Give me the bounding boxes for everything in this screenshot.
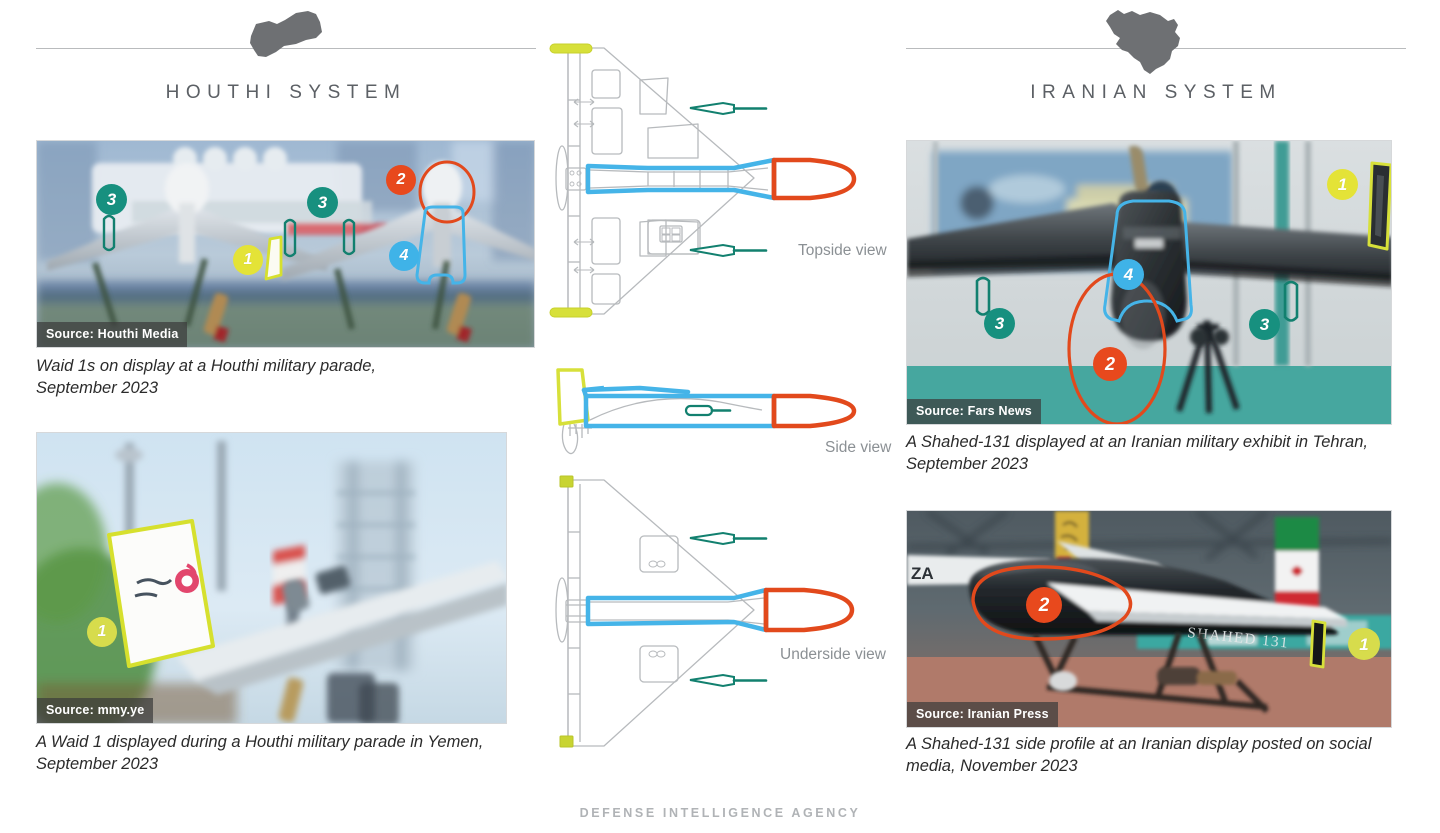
callout-marker-3a[interactable]: 3 bbox=[984, 308, 1015, 339]
yemen-map-icon bbox=[236, 10, 336, 75]
marker-label: 3 bbox=[106, 190, 117, 209]
diagram-underside-view: Underside view bbox=[548, 472, 888, 767]
photo-annotations bbox=[971, 565, 1327, 669]
footer-agency-name: DEFENSE INTELLIGENCE AGENCY bbox=[579, 806, 861, 820]
source-label-iranian-press: Source: Iranian Press bbox=[907, 702, 1058, 727]
marker-label: 1 bbox=[1337, 175, 1348, 194]
marker-label: 3 bbox=[994, 314, 1005, 333]
svg-text:ZA: ZA bbox=[911, 564, 934, 583]
callout-marker-3b[interactable]: 3 bbox=[307, 187, 338, 218]
callout-marker-3b[interactable]: 3 bbox=[1249, 309, 1280, 340]
photo-background bbox=[37, 433, 506, 723]
photo-houthi-parade[interactable]: 3 3 2 1 4 Source: Houthi Media bbox=[36, 140, 535, 348]
callout-marker-4[interactable]: 4 bbox=[389, 241, 419, 271]
marker-label: 3 bbox=[317, 193, 328, 212]
marker-label: 4 bbox=[1123, 265, 1134, 284]
caption-waid1-closeup: A Waid 1 displayed during a Houthi milit… bbox=[36, 733, 484, 773]
view-label-underside: Underside view bbox=[780, 646, 886, 663]
marker-label: 1 bbox=[243, 251, 253, 268]
source-label-mmy-ye: Source: mmy.ye bbox=[37, 698, 154, 723]
diagram-topside-view: Topside view bbox=[548, 42, 888, 335]
page-title-iranian: IRANIAN SYSTEM bbox=[1030, 82, 1282, 103]
photo-background: SHAHED 131 ZA bbox=[907, 511, 1391, 727]
callout-marker-1[interactable]: 1 bbox=[1348, 628, 1380, 660]
marker-label: 1 bbox=[97, 623, 107, 640]
source-label-fars-news: Source: Fars News bbox=[907, 399, 1041, 424]
marker-label: 4 bbox=[399, 247, 409, 264]
photo-shahed131-exhibit[interactable]: 1 4 3 3 2 Source: Fars News bbox=[906, 140, 1392, 425]
caption-houthi-parade: Waid 1s on display at a Houthi military … bbox=[36, 357, 376, 397]
view-label-topside: Topside view bbox=[798, 242, 887, 259]
callout-marker-1[interactable]: 1 bbox=[233, 245, 263, 275]
callout-marker-1[interactable]: 1 bbox=[87, 617, 117, 647]
photo-annotations bbox=[975, 161, 1391, 424]
callout-marker-1[interactable]: 1 bbox=[1327, 169, 1358, 200]
callout-marker-4[interactable]: 4 bbox=[1113, 259, 1144, 290]
callout-marker-2[interactable]: 2 bbox=[1026, 587, 1062, 623]
marker-label: 3 bbox=[1259, 315, 1270, 334]
marker-label: 2 bbox=[1104, 354, 1115, 374]
photo-waid1-closeup[interactable]: 1 Source: mmy.ye bbox=[36, 432, 507, 724]
source-label-houthi-media: Source: Houthi Media bbox=[37, 322, 188, 347]
photo-shahed131-side-profile[interactable]: SHAHED 131 ZA bbox=[906, 510, 1392, 728]
photo-background bbox=[37, 141, 534, 347]
view-label-side: Side view bbox=[825, 439, 892, 456]
page-title-houthi: HOUTHI SYSTEM bbox=[165, 82, 407, 103]
marker-label: 2 bbox=[1038, 594, 1050, 616]
photo-annotations bbox=[102, 160, 476, 285]
marker-label: 2 bbox=[396, 171, 406, 188]
callout-marker-2[interactable]: 2 bbox=[1093, 347, 1127, 381]
iran-map-icon bbox=[1098, 2, 1203, 83]
callout-marker-2[interactable]: 2 bbox=[386, 165, 416, 195]
header-rule-left bbox=[36, 48, 536, 49]
diagram-side-view: Side view bbox=[548, 358, 892, 473]
caption-shahed131-side-profile: A Shahed-131 side profile at an Iranian … bbox=[906, 735, 1372, 775]
caption-shahed131-exhibit: A Shahed-131 displayed at an Iranian mil… bbox=[906, 433, 1368, 473]
photo-annotations bbox=[107, 519, 215, 668]
callout-marker-3a[interactable]: 3 bbox=[96, 184, 127, 215]
marker-label: 1 bbox=[1359, 634, 1369, 654]
